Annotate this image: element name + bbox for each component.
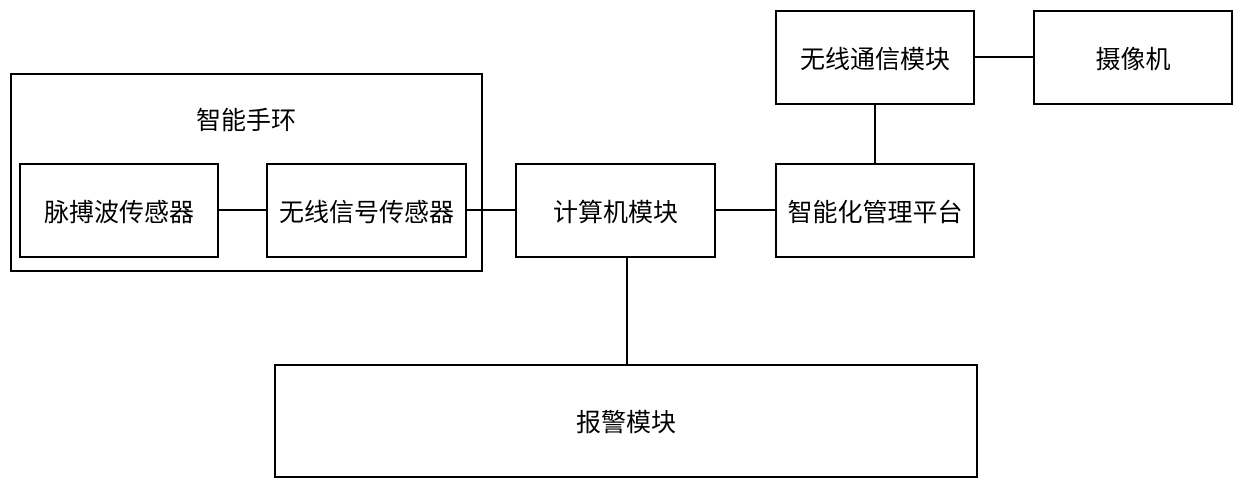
connector-computer-to-platform	[714, 209, 776, 211]
smart-management-platform-box: 智能化管理平台	[775, 163, 975, 258]
connector-wireless-signal-to-computer	[465, 209, 517, 211]
wireless-signal-sensor-box: 无线信号传感器	[266, 163, 467, 258]
pulse-wave-sensor-box: 脉搏波传感器	[19, 163, 219, 258]
camera-box: 摄像机	[1033, 10, 1233, 105]
wireless-communication-module-box: 无线通信模块	[775, 10, 975, 105]
connector-comm-module-to-camera	[974, 56, 1035, 58]
connector-platform-to-comm-module	[874, 103, 876, 165]
alarm-module-box: 报警模块	[274, 364, 978, 478]
connector-pulse-to-wireless-signal	[217, 209, 267, 211]
computer-module-box: 计算机模块	[515, 163, 716, 258]
smart-bracelet-title: 智能手环	[196, 101, 296, 137]
connector-computer-to-alarm	[626, 256, 628, 366]
